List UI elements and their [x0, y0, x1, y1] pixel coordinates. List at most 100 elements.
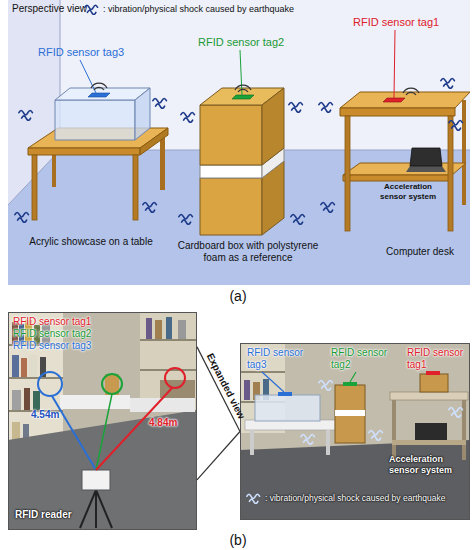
vibration-symbols	[291, 214, 305, 224]
expanded-photo	[392, 440, 466, 445]
tag-label: RFID sensor tag2	[13, 328, 143, 340]
lab-photo	[96, 394, 112, 470]
legend-entry: : vibration/physical shock caused by ear…	[246, 492, 468, 504]
view-title: Perspective view	[12, 3, 112, 15]
lab-photo	[38, 372, 62, 396]
computer-desk	[340, 92, 470, 108]
expanded-photo	[240, 440, 470, 520]
expanded-photo	[278, 392, 292, 396]
cardboard-box	[232, 95, 254, 99]
distance-label: 4.84m	[149, 417, 189, 429]
vibration-symbols	[319, 102, 333, 112]
lab-photo	[146, 318, 152, 339]
table-illustration	[133, 155, 138, 220]
cardboard-box	[200, 178, 262, 235]
perspective-panel: Perspective viewRFID sensor tag3RFID sen…	[8, 0, 470, 285]
object-label: Cardboard box with polystyrene foam as a…	[173, 240, 323, 264]
lab-photo	[33, 391, 40, 410]
tag-label: RFID sensor tag1	[13, 316, 143, 328]
lab-photo	[140, 339, 197, 341]
lab-photo	[8, 312, 197, 530]
expanded-photo	[350, 372, 356, 382]
lab-photo	[24, 388, 30, 410]
connector-line	[197, 432, 240, 480]
lab-photo	[96, 490, 112, 528]
computer-desk	[343, 175, 452, 181]
vibration-symbols	[179, 214, 193, 224]
expanded-photo	[426, 371, 440, 375]
computer-desk	[340, 108, 455, 116]
computer-desk	[406, 166, 446, 172]
room-illustration	[8, 0, 470, 285]
acrylic-showcase	[55, 88, 150, 100]
vibration-symbols	[181, 112, 195, 122]
wave-symbol	[246, 492, 263, 504]
object-label: Computer desk	[370, 246, 470, 258]
cardboard-box	[200, 50, 284, 235]
computer-desk	[343, 163, 466, 175]
acrylic-showcase	[80, 60, 96, 93]
vibration-symbols	[15, 78, 463, 224]
tag-label: RFID sensor tag2	[331, 347, 393, 371]
distance-label: 4.54m	[31, 409, 71, 421]
room-illustration	[8, 150, 470, 285]
vibration-symbols	[153, 98, 167, 108]
tag-label: RFID sensor tag3	[247, 347, 309, 371]
device-label: Acceleration sensor system	[372, 182, 444, 201]
lab-photo	[21, 358, 27, 377]
legend-text: : vibration/physical shock caused by ear…	[265, 493, 446, 503]
expanded-photo	[319, 380, 333, 390]
vibration-symbols	[449, 120, 463, 130]
lab-photo	[95, 490, 97, 528]
wave-symbol	[84, 3, 101, 15]
legend-entry: : vibration/physical shock caused by ear…	[84, 3, 334, 15]
acrylic-showcase	[55, 60, 150, 140]
expanded-photo	[255, 395, 320, 421]
lab-photo	[155, 320, 162, 339]
lab-photo	[29, 355, 37, 377]
vibration-symbols	[143, 202, 157, 212]
tag-label: RFID sensor tag1	[353, 16, 463, 29]
lab-photo	[12, 390, 21, 410]
lab-photo	[8, 410, 197, 530]
acrylic-showcase	[88, 93, 110, 97]
lab-photo	[8, 312, 197, 530]
expanded-photo	[392, 400, 396, 460]
panel-label: (a)	[0, 288, 476, 305]
computer-desk	[383, 98, 405, 102]
device-label: Acceleration sensor system	[389, 454, 467, 476]
wave-symbol	[247, 494, 260, 503]
cardboard-box	[200, 105, 262, 165]
cardboard-box	[200, 165, 262, 178]
expanded-photo	[240, 343, 470, 520]
expanded-photo	[326, 430, 330, 455]
acrylic-showcase	[55, 100, 135, 140]
computer-desk	[410, 148, 442, 166]
expanded-photo	[335, 385, 365, 443]
lab-photo	[96, 388, 172, 470]
computer-desk	[345, 116, 350, 231]
lab-photo	[102, 374, 122, 394]
table-illustration	[28, 148, 140, 155]
vibration-symbols	[289, 102, 303, 112]
lab-photo	[60, 395, 130, 409]
lab-photo	[178, 320, 186, 339]
expanded-photo	[301, 434, 315, 444]
computer-desk	[462, 100, 466, 205]
expanded-photo	[335, 410, 365, 416]
expanded-photo	[262, 372, 284, 392]
expanded-photo	[390, 392, 468, 400]
vibration-symbols	[441, 78, 455, 88]
tag-radio-waves	[403, 88, 419, 95]
object-label: Acrylic showcase on a table	[26, 236, 156, 248]
expanded-photo	[369, 430, 383, 440]
expanded-photo	[343, 382, 357, 386]
computer-desk	[340, 30, 470, 231]
room-illustration	[8, 0, 470, 285]
lab-photo	[166, 317, 172, 339]
expanded-photo	[244, 380, 250, 400]
lab-photo	[12, 355, 19, 377]
photo-panel: RFID sensor tag1RFID sensor tag2RFID sen…	[8, 312, 197, 530]
tag-label: RFID sensor tag1	[407, 347, 469, 371]
